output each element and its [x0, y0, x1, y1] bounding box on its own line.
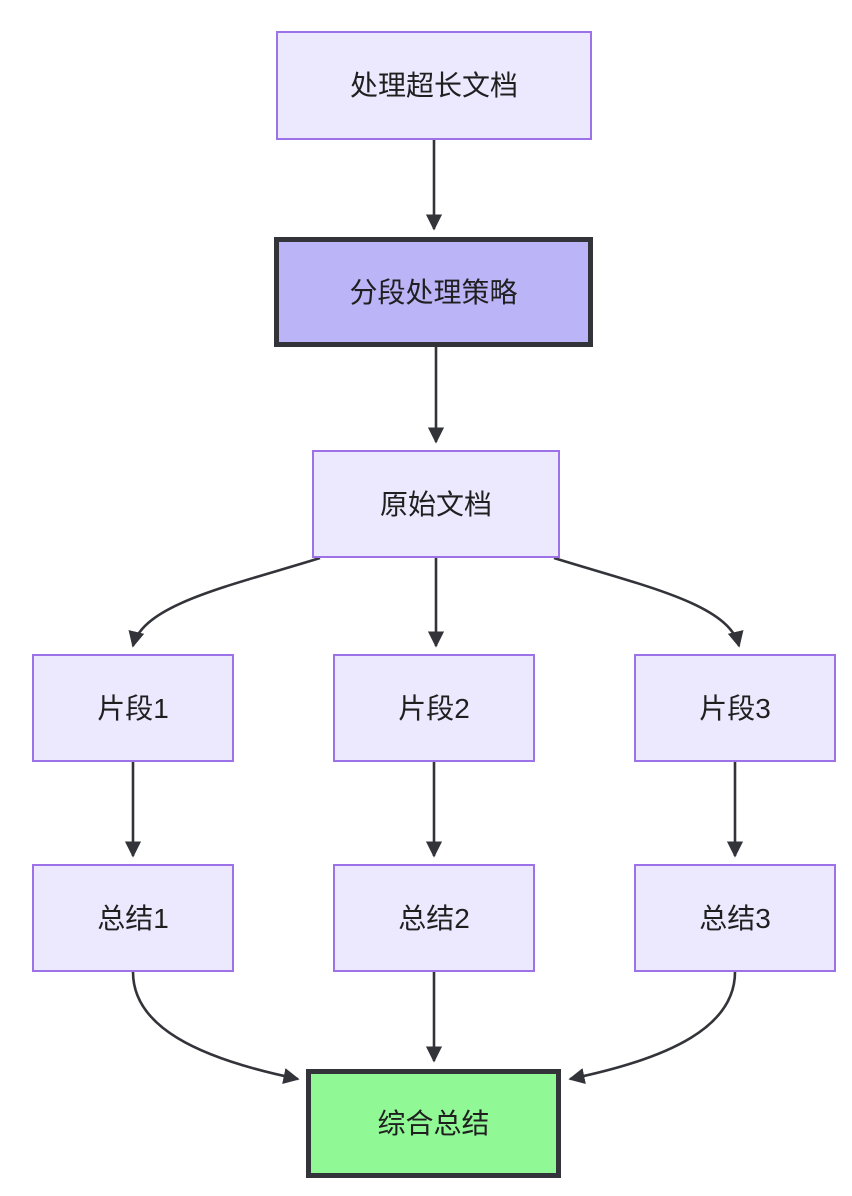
node-label: 片段2 [398, 692, 470, 724]
node-chunk-2[interactable]: 片段2 [333, 654, 535, 762]
node-label: 总结2 [398, 902, 470, 934]
node-summary-1[interactable]: 总结1 [32, 864, 234, 972]
edge-sum3-to-final [568, 971, 737, 1084]
node-source-document[interactable]: 原始文档 [312, 450, 560, 558]
node-label: 分段处理策略 [349, 276, 518, 308]
edge-sum1-to-final [131, 971, 300, 1084]
node-chunk-1[interactable]: 片段1 [32, 654, 234, 762]
node-label: 原始文档 [379, 488, 492, 520]
node-label: 片段3 [699, 692, 771, 724]
node-chunking-strategy[interactable]: 分段处理策略 [274, 237, 593, 347]
node-final-summary[interactable]: 综合总结 [306, 1069, 561, 1178]
node-label: 处理超长文档 [349, 70, 518, 101]
edge-source-to-chunk1 [128, 556, 321, 648]
edge-source-to-chunk3 [553, 556, 744, 648]
node-chunk-3[interactable]: 片段3 [634, 654, 836, 762]
node-process-long-document[interactable]: 处理超长文档 [276, 31, 592, 140]
node-label: 总结3 [699, 902, 771, 934]
node-label: 综合总结 [377, 1108, 490, 1139]
node-summary-2[interactable]: 总结2 [333, 864, 535, 972]
node-label: 总结1 [97, 902, 169, 934]
node-summary-3[interactable]: 总结3 [634, 864, 836, 972]
node-label: 片段1 [97, 692, 169, 724]
